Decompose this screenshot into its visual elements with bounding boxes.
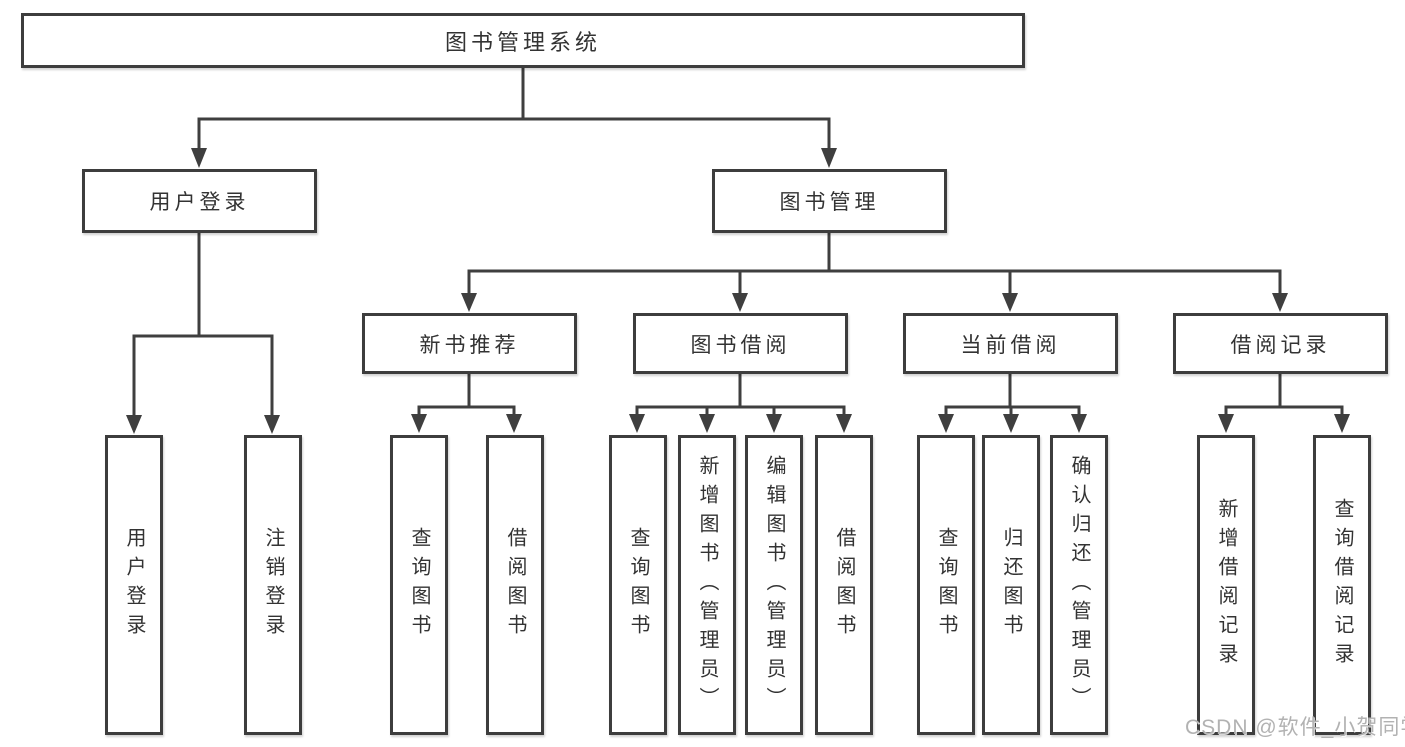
leaf-logout: 注销登录: [244, 435, 302, 735]
arrow-icon: [191, 148, 207, 168]
node-book-borrow: 图书借阅: [633, 313, 848, 374]
arrow-icon: [1003, 414, 1019, 433]
leaf-borrow-books-recommend: 借阅图书: [486, 435, 544, 735]
arrow-icon: [461, 293, 477, 312]
node-current-borrow-label: 当前借阅: [960, 333, 1061, 357]
leaf-user-login-label: 用户登录: [123, 527, 145, 643]
arrow-icon: [629, 414, 645, 433]
leaf-query-books-borrow-label: 查询图书: [627, 527, 649, 643]
node-user-login-label: 用户登录: [149, 191, 250, 214]
leaf-edit-book-admin-label: 编辑图书（管理员）: [763, 454, 785, 716]
arrow-icon: [1334, 414, 1350, 433]
arrow-icon: [699, 414, 715, 433]
leaf-query-borrow-record-label: 查询借阅记录: [1331, 498, 1353, 672]
node-book-management-label: 图书管理: [779, 191, 880, 214]
arrow-icon: [836, 414, 852, 433]
node-book-borrow-label: 图书借阅: [690, 333, 791, 357]
arrow-icon: [506, 414, 522, 433]
node-root-label: 图书管理系统: [444, 29, 601, 55]
arrow-icon: [821, 148, 837, 168]
arrow-icon: [1272, 293, 1288, 312]
leaf-add-book-admin-label: 新增图书（管理员）: [696, 454, 718, 716]
leaf-add-borrow-record: 新增借阅记录: [1197, 435, 1255, 735]
arrow-icon: [264, 415, 280, 434]
arrowheads: [126, 148, 1350, 434]
arrow-icon: [938, 414, 954, 433]
arrow-icon: [126, 415, 142, 434]
leaf-edit-book-admin: 编辑图书（管理员）: [745, 435, 803, 735]
leaf-confirm-return-admin: 确认归还（管理员）: [1050, 435, 1108, 735]
leaf-borrow-books-label: 借阅图书: [833, 527, 855, 643]
node-current-borrow: 当前借阅: [903, 313, 1118, 374]
leaf-query-books-recommend-label: 查询图书: [408, 527, 430, 643]
leaf-query-books-current: 查询图书: [917, 435, 975, 735]
node-new-book-recommend: 新书推荐: [362, 313, 577, 374]
node-borrow-records: 借阅记录: [1173, 313, 1388, 374]
node-user-login: 用户登录: [82, 169, 317, 233]
leaf-add-book-admin: 新增图书（管理员）: [678, 435, 736, 735]
leaf-query-books-recommend: 查询图书: [390, 435, 448, 735]
leaf-add-borrow-record-label: 新增借阅记录: [1215, 498, 1237, 672]
leaf-confirm-return-admin-label: 确认归还（管理员）: [1068, 454, 1090, 716]
arrow-icon: [766, 414, 782, 433]
leaf-query-books-borrow: 查询图书: [609, 435, 667, 735]
leaf-query-books-current-label: 查询图书: [935, 527, 957, 643]
node-root: 图书管理系统: [21, 13, 1025, 68]
leaf-return-book: 归还图书: [982, 435, 1040, 735]
csdn-watermark: CSDN @软件_小贺同学: [1185, 716, 1405, 739]
leaf-borrow-books-recommend-label: 借阅图书: [504, 527, 526, 643]
arrow-icon: [732, 293, 748, 312]
leaf-return-book-label: 归还图书: [1000, 527, 1022, 643]
leaf-user-login: 用户登录: [105, 435, 163, 735]
leaf-logout-label: 注销登录: [262, 527, 284, 643]
leaf-borrow-books: 借阅图书: [815, 435, 873, 735]
node-borrow-records-label: 借阅记录: [1230, 333, 1331, 357]
node-book-management: 图书管理: [712, 169, 947, 233]
node-new-book-recommend-label: 新书推荐: [419, 333, 520, 357]
leaf-query-borrow-record: 查询借阅记录: [1313, 435, 1371, 735]
arrow-icon: [1218, 414, 1234, 433]
arrow-icon: [1071, 414, 1087, 433]
arrow-icon: [1002, 293, 1018, 312]
arrow-icon: [411, 414, 427, 433]
